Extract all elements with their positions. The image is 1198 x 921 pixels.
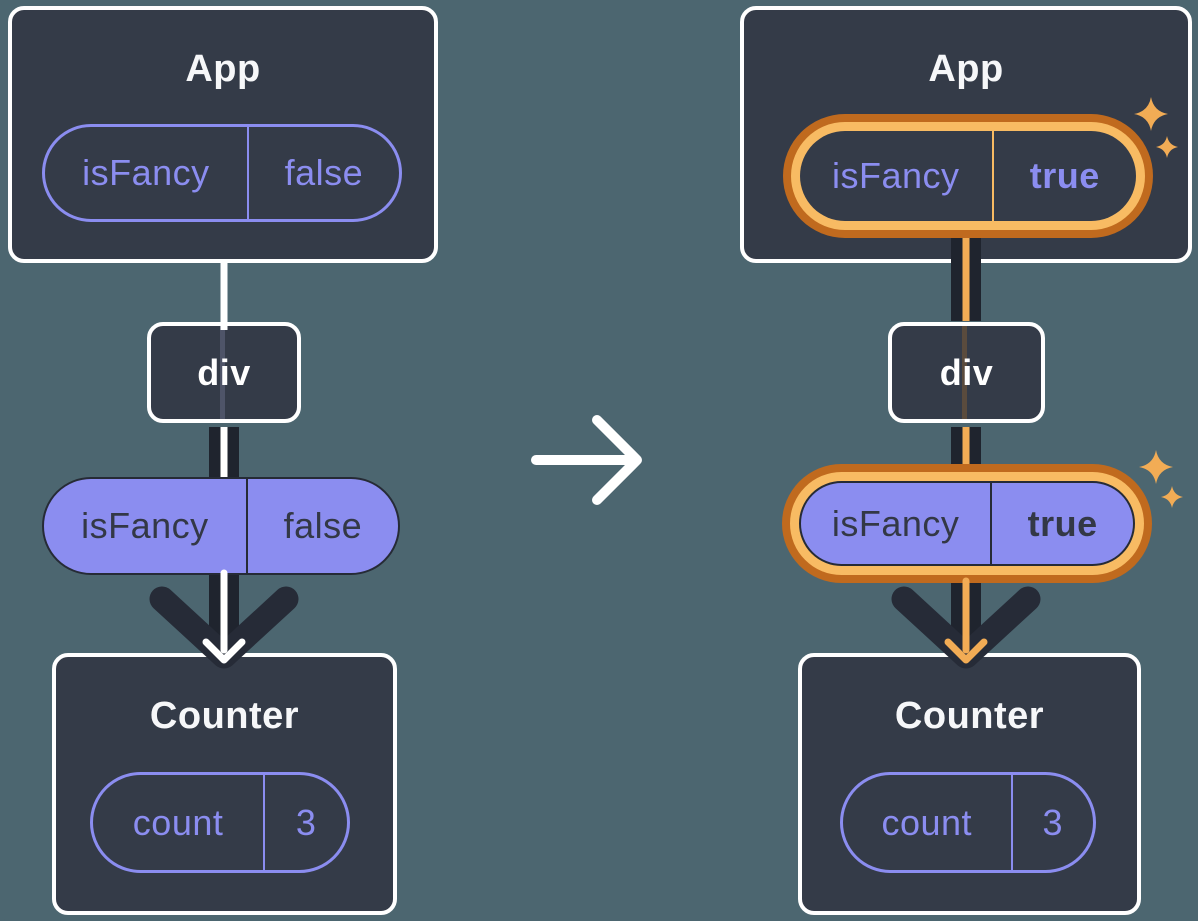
before-div-passthrough-line xyxy=(220,326,225,419)
before-div-label: div xyxy=(197,351,251,393)
before-counter-state-name: count xyxy=(93,775,266,870)
after-passed-prop-value: true xyxy=(1027,502,1098,544)
after-div-passthrough-line xyxy=(962,326,967,419)
before-passed-prop-value: false xyxy=(283,505,363,546)
after-div-box: div xyxy=(888,322,1045,423)
after-app-prop-name: isFancy xyxy=(800,131,994,221)
after-counter-title: Counter xyxy=(894,695,1045,737)
after-counter-state-name: count xyxy=(843,775,1013,870)
before-down-chevron-icon xyxy=(149,586,299,669)
after-passed-prop-pill-highlight: isFancy true xyxy=(782,464,1152,583)
after-app-prop-pill-ring: isFancy true xyxy=(791,122,1145,230)
after-app-prop-value: true xyxy=(1029,155,1100,196)
before-app-prop-pill: isFancy false xyxy=(42,124,402,222)
before-div-box: div xyxy=(147,322,301,423)
after-div-label: div xyxy=(939,351,994,393)
before-app-prop-value: false xyxy=(284,152,364,193)
after-app-prop-pill-highlight: isFancy true xyxy=(783,114,1153,238)
after-counter-state-pill: count 3 xyxy=(840,772,1096,873)
after-passed-prop-pill: isFancy true xyxy=(799,481,1135,566)
before-counter-title: Counter xyxy=(149,695,300,737)
after-counter-state-value: 3 xyxy=(1042,801,1064,843)
before-counter-state-pill: count 3 xyxy=(90,772,350,873)
after-app-title: App xyxy=(928,48,1004,90)
before-counter-state-value: 3 xyxy=(295,801,317,843)
after-app-prop-pill: isFancy true xyxy=(800,131,1136,221)
before-passed-prop-pill: isFancy false xyxy=(42,477,400,575)
before-app-title: App xyxy=(185,48,261,90)
after-down-chevron-icon xyxy=(891,586,1041,669)
after-passed-prop-pill-ring: isFancy true xyxy=(790,472,1144,575)
transition-right-arrow-icon xyxy=(531,415,642,505)
after-prop-sparkle-small-icon xyxy=(1161,486,1183,508)
before-app-prop-name: isFancy xyxy=(45,127,249,219)
after-prop-sparkle-large-icon xyxy=(1139,450,1173,484)
before-passed-prop-name: isFancy xyxy=(44,479,248,573)
after-passed-prop-name: isFancy xyxy=(801,483,993,564)
